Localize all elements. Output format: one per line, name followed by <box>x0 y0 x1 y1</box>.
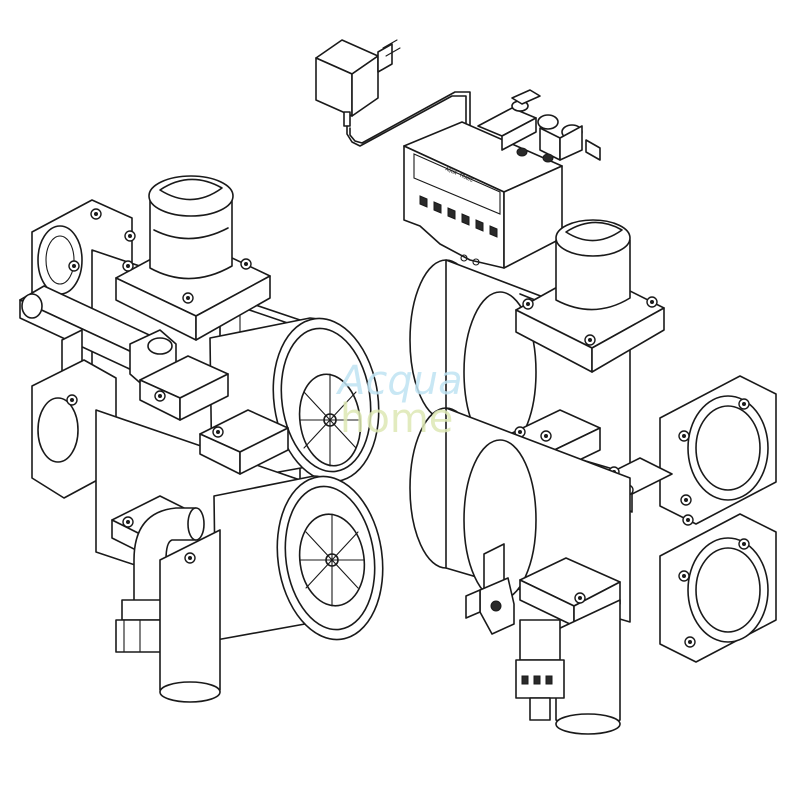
left-lower-end-flange <box>31 359 117 499</box>
left-lower-cylinder <box>213 475 384 641</box>
left-bottom-outlet <box>111 495 221 703</box>
right-bottom-outlet <box>515 557 621 735</box>
right-filter-unit <box>409 219 777 735</box>
right-upper-end-flange <box>659 375 777 525</box>
solenoid-valve-cluster <box>477 89 601 163</box>
watermark: Acqua home <box>335 358 463 442</box>
left-lower-wheel <box>298 513 366 607</box>
right-lower-end-flange <box>659 513 777 663</box>
left-filter-unit <box>19 175 384 703</box>
power-adapter <box>315 39 471 147</box>
watermark-line1: Acqua <box>335 358 463 404</box>
controller-buttons[interactable] <box>419 195 498 238</box>
left-top-port <box>115 175 271 341</box>
left-upper-wheel <box>298 373 362 467</box>
watermark-line2: home <box>340 396 453 442</box>
right-sample-valve <box>465 543 515 635</box>
right-top-port <box>515 219 665 373</box>
